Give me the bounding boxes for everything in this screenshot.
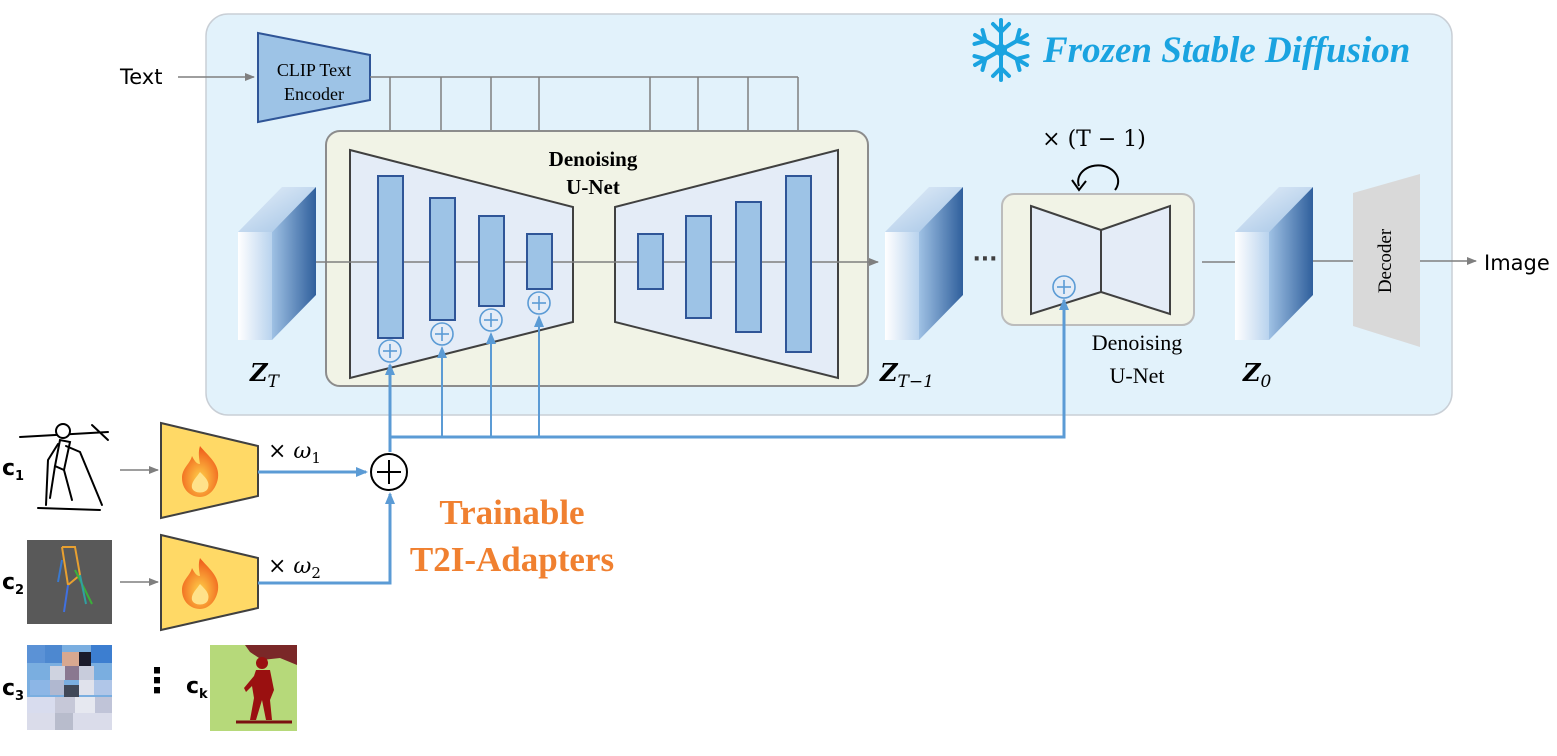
decoder-block — [686, 216, 711, 318]
output-image-label: Image — [1484, 251, 1550, 275]
sketch-condition-image — [20, 424, 108, 510]
clip-label-line2: Encoder — [284, 84, 344, 104]
condition-c1-label: c1 — [2, 456, 24, 484]
encoder-block — [430, 198, 455, 320]
weight-2-label: × ω2 — [268, 554, 321, 582]
frozen-sd-title: Frozen Stable Diffusion — [1042, 30, 1410, 71]
trainable-adapters-title-line2: T2I-Adapters — [410, 540, 614, 579]
small-unet-add-node — [1053, 276, 1075, 298]
trainable-adapters-title-line1: Trainable — [439, 493, 584, 532]
segmentation-condition-image — [210, 645, 297, 731]
decoder-label: Decoder — [1375, 228, 1396, 293]
text-input-label: Text — [119, 65, 162, 89]
decoder-block — [736, 202, 761, 332]
small-unet-label-line1: Denoising — [1092, 330, 1182, 355]
small-unet-label-line2: U-Net — [1110, 363, 1165, 388]
color-condition-image — [27, 645, 112, 730]
encoder-block — [479, 216, 504, 306]
unet-main-label-line1: Denoising — [549, 147, 638, 171]
pose-condition-image — [27, 540, 112, 624]
condition-c2-label: c2 — [2, 570, 24, 598]
condition-c3-label: c3 — [2, 676, 24, 704]
conditions-ellipsis: ⋮ — [140, 661, 174, 701]
condition-ck-label: ck — [186, 674, 208, 702]
encoder-block — [527, 234, 552, 289]
unet-main-label-line2: U-Net — [566, 175, 620, 199]
decoder-block — [786, 176, 811, 352]
loop-count-label: × (T − 1) — [1042, 127, 1146, 152]
steps-ellipsis: ··· — [972, 247, 997, 272]
encoder-block — [378, 176, 403, 338]
clip-label-line1: CLIP Text — [277, 60, 351, 80]
decoder-block — [638, 234, 663, 289]
weight-1-label: × ω1 — [268, 439, 321, 467]
adapter-sum-node — [371, 454, 407, 490]
